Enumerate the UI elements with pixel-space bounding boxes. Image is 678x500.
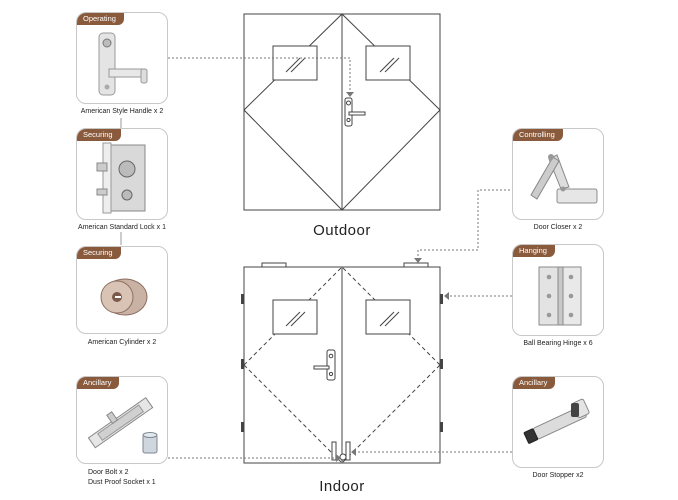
card-hanging: Hanging [512, 244, 604, 336]
connector-arrows [336, 92, 449, 462]
caption-bolt-line1: Door Bolt x 2 [88, 469, 129, 476]
indoor-hinge-icons [241, 294, 443, 432]
indoor-window-left-mark [285, 311, 301, 327]
outdoor-window-left-mark [285, 57, 301, 73]
outdoor-door [243, 13, 441, 211]
badge-securing-cylinder: Securing [77, 247, 121, 259]
outdoor-swing-bottom [243, 109, 441, 211]
door-closer-icon [530, 154, 598, 204]
outdoor-window-right-mark [379, 57, 395, 73]
caption-handle: American Style Handle x 2 [80, 108, 164, 115]
hinge-icon [538, 266, 582, 326]
badge-ancillary-bolt: Ancillary [77, 377, 120, 389]
caption-lock: American Standard Lock x 1 [78, 224, 166, 231]
card-ancillary-stopper: Ancillary [512, 376, 604, 468]
indoor-label: Indoor [319, 478, 365, 495]
door-bolt-icon [87, 397, 158, 454]
badge-operating: Operating [77, 13, 124, 25]
indoor-door [241, 262, 443, 464]
outdoor-window-right [365, 45, 411, 81]
card-controlling: Controlling [512, 128, 604, 220]
caption-bolt-line2: Dust Proof Socket x 1 [88, 479, 156, 486]
connectors [168, 57, 512, 459]
badge-controlling: Controlling [513, 129, 563, 141]
door-stopper-icon [523, 398, 590, 444]
badge-securing-lock: Securing [77, 129, 121, 141]
outdoor-handle-icon [344, 97, 366, 127]
card-operating: Operating [76, 12, 168, 104]
card-securing-cylinder: Securing [76, 246, 168, 334]
connector-closer [417, 189, 510, 260]
indoor-handle-icon [313, 349, 336, 381]
outdoor-label: Outdoor [313, 222, 371, 239]
card-securing-lock: Securing [76, 128, 168, 220]
badge-ancillary-stopper: Ancillary [513, 377, 556, 389]
indoor-closer-left-icon [261, 262, 287, 268]
caption-closer: Door Closer x 2 [533, 224, 583, 231]
caption-stopper: Door Stopper x2 [532, 472, 584, 479]
card-ancillary-bolt: Ancillary [76, 376, 168, 464]
badge-hanging: Hanging [513, 245, 555, 257]
handle-icon [98, 32, 148, 96]
indoor-window-right-mark [379, 311, 395, 327]
indoor-window-right [365, 299, 411, 335]
caption-hinge: Ball Bearing Hinge x 6 [523, 340, 593, 347]
indoor-closer-right-icon [403, 262, 429, 268]
mortise-lock-icon [96, 142, 146, 214]
connector-handle [168, 57, 351, 92]
indoor-bolt-icons [331, 441, 351, 461]
caption-cylinder: American Cylinder x 2 [87, 339, 157, 346]
cylinder-icon [100, 278, 148, 316]
